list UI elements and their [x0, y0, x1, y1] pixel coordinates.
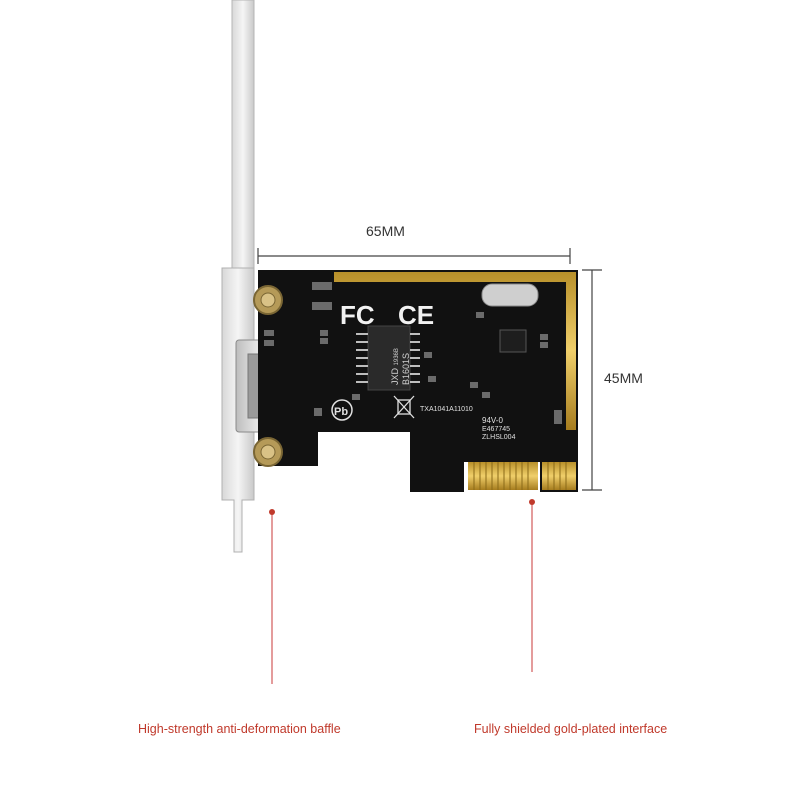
smd-components [264, 282, 562, 424]
height-dimension-label: 45MM [604, 370, 643, 386]
svg-text:CE: CE [398, 300, 434, 330]
weee-mark [393, 395, 415, 419]
width-dimension-label: 65MM [366, 223, 405, 239]
pb-free-mark: Pb [331, 399, 353, 421]
svg-text:Pb: Pb [334, 406, 348, 418]
screw-bottom [253, 437, 283, 467]
metal-bracket [221, 0, 255, 553]
callout-gold-interface: Fully shielded gold-plated interface [474, 722, 668, 736]
controller-chip [499, 329, 527, 353]
svg-text:FC: FC [340, 300, 375, 330]
screw-top [253, 285, 283, 315]
fc-ce-logo: FC CE [340, 300, 434, 330]
main-chip [356, 325, 420, 391]
board-pcb-code: ZLHSL004 [482, 434, 516, 441]
board-cert-number: E467745 [482, 426, 511, 433]
callout-baffle: High-strength anti-deformation baffle [138, 722, 341, 736]
callout-lines [269, 499, 535, 684]
board-rating: 94V-0 [482, 416, 503, 425]
crystal-oscillator [481, 283, 539, 307]
board-serial: TXA1041A11010 [420, 406, 473, 413]
gold-fingers [468, 462, 576, 490]
